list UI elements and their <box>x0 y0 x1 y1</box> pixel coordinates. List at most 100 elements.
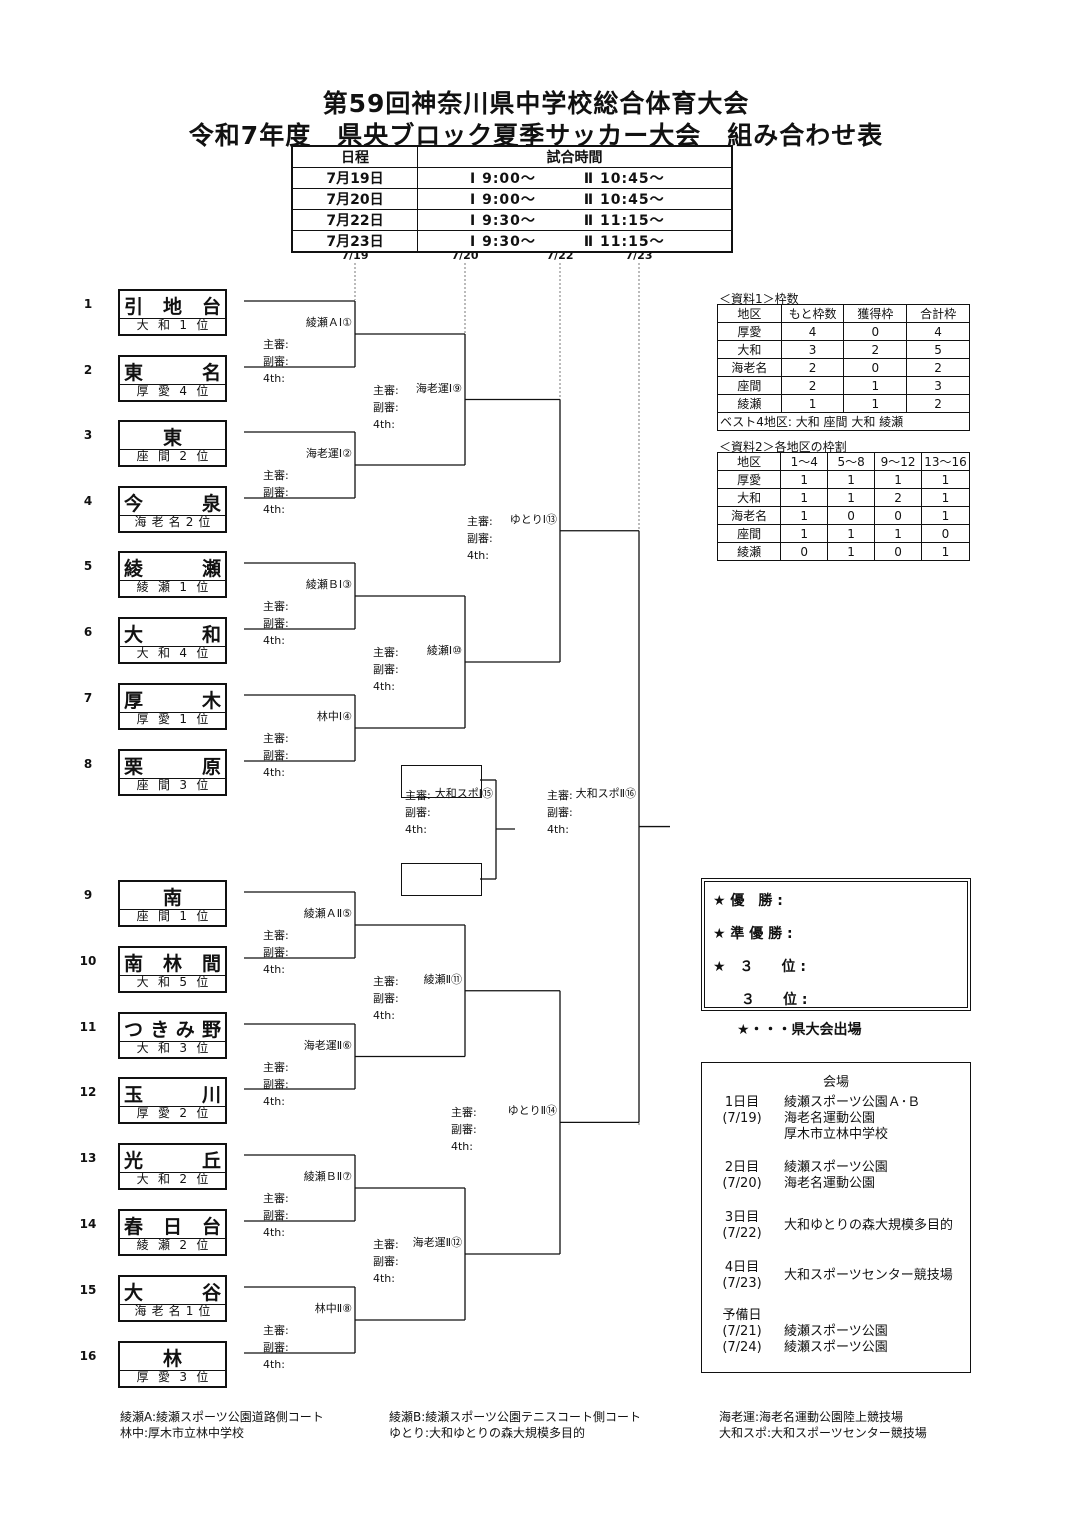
referee-fourth-label: 4th: <box>263 634 285 647</box>
time-second: Ⅱ 10:45～ <box>583 171 665 187</box>
team-region-char: 瀬 <box>158 580 171 594</box>
table-cell: 3 <box>906 376 970 395</box>
team-name-part: 大 <box>124 1282 144 1304</box>
team-region-char: 愛 <box>158 712 171 726</box>
referee-fourth-label: 4th: <box>373 417 395 431</box>
seed-number: 8 <box>83 757 93 771</box>
team-region-char: 位 <box>196 449 209 463</box>
referee-main-label: 主審: <box>263 469 289 482</box>
alloc-caption: ＜資料2＞各地区の枠割 <box>719 440 847 454</box>
team-name-part: 名 <box>201 362 221 384</box>
referee-sub-label: 副審: <box>405 806 431 819</box>
team-name-part: 原 <box>201 756 221 778</box>
team-name-part: 丘 <box>201 1150 221 1172</box>
referee-main-label: 主審: <box>373 1238 399 1251</box>
team-name-part: 東 <box>124 362 144 384</box>
third-place-slot-bottom <box>401 863 482 896</box>
team-region-char: 間 <box>158 449 171 463</box>
table-cell: 海老名 <box>716 506 782 525</box>
team-region-char: 座 <box>136 449 149 463</box>
table-cell: 1 <box>780 470 829 489</box>
venue-place: 綾瀬スポーツ公園 綾瀬スポーツ公園 <box>784 1324 888 1355</box>
match-label: 綾瀬ＢⅡ⑦ <box>303 1170 352 1183</box>
team-region-char: 綾 <box>136 580 149 594</box>
match-label: 綾瀬ＢⅠ③ <box>305 578 352 591</box>
table-cell: 座間 <box>716 524 782 543</box>
team-name-part: 玉 <box>124 1084 144 1106</box>
referee-main-label: 主審: <box>263 600 289 613</box>
match-label: 大和スポⅡ⑯ <box>575 787 636 800</box>
team-region-char: 大 <box>136 318 149 332</box>
table-cell: 2 <box>843 340 908 359</box>
team-region-char: 和 <box>158 1041 171 1055</box>
team-name-part: 川 <box>201 1084 221 1106</box>
table-cell: 1 <box>827 542 876 561</box>
footnote-ebiun: 海老運:海老名運動公園陸上競技場 <box>719 1410 904 1424</box>
team-name: 東 <box>120 424 225 450</box>
referee-main-label: 主審: <box>373 646 399 659</box>
team-name-part: 光 <box>124 1150 144 1172</box>
team-region-char: 4 <box>179 384 187 398</box>
table-cell: 4 <box>906 322 970 341</box>
match-label: ゆとりⅡ⑭ <box>507 1104 557 1118</box>
team-region-char: 老 <box>151 1304 164 1318</box>
referee-fourth-label: 4th: <box>467 548 489 562</box>
referee-main-label: 主審: <box>405 789 431 802</box>
team-name: 大和 <box>120 621 225 647</box>
venue-place: 大和ゆとりの森大規模多目的 <box>784 1218 954 1233</box>
table-cell: 綾瀬 <box>716 542 782 561</box>
match-label: 海老運Ⅱ⑫ <box>412 1236 462 1249</box>
table-cell: 大和 <box>717 340 782 359</box>
team-region-char: 愛 <box>158 384 171 398</box>
time-second: Ⅱ 10:45～ <box>583 192 665 208</box>
referee-sub-label: 副審: <box>263 946 289 959</box>
table-cell: 0 <box>921 524 970 543</box>
team-region-char: 位 <box>196 1041 209 1055</box>
team-region-char: 海 <box>134 515 147 529</box>
referee-fourth-label: 4th: <box>373 1272 395 1285</box>
seed-number: 10 <box>79 954 97 968</box>
seed-number: 3 <box>83 428 93 442</box>
team-region-char: 位 <box>196 975 209 989</box>
team-name-part: 大 <box>124 624 144 646</box>
team-name-part: 野 <box>201 1019 221 1041</box>
team-region-char: 3 <box>179 1370 187 1384</box>
table-cell: 1 <box>843 376 908 395</box>
team-name-part: 瀬 <box>201 558 221 580</box>
team-name-part: 東 <box>162 427 182 449</box>
page-title: 第59回神奈川県中学校総合体育大会 <box>322 89 750 118</box>
referee-main-label: 主審: <box>467 514 493 528</box>
footnote-ayase-b: 綾瀬B:綾瀬スポーツ公園テニスコート側コート <box>389 1410 642 1424</box>
referee-fourth-label: 4th: <box>451 1140 473 1154</box>
venue-place: 綾瀬スポーツ公園 海老名運動公園 <box>784 1160 888 1191</box>
team-region-char: 和 <box>158 646 171 660</box>
venue-day: 4日目 (7/23) <box>722 1260 762 1291</box>
team-region-char: 位 <box>196 1238 209 1252</box>
referee-sub-label: 副審: <box>373 991 399 1005</box>
table-cell: 厚愛 <box>716 470 782 489</box>
seed-number: 9 <box>83 888 93 902</box>
table-cell: 1 <box>780 506 829 525</box>
table-cell: 1 <box>780 488 829 507</box>
referee-main-label: 主審: <box>373 383 399 397</box>
team-name-part: 間 <box>201 953 221 975</box>
schedule-row: 7月23日 Ⅰ 9:30～Ⅱ 11:15～ <box>291 230 733 253</box>
referee-sub-label: 副審: <box>467 531 493 545</box>
table-header: 獲得枠 <box>843 304 908 323</box>
team-region-char: 1 <box>179 712 187 726</box>
team-name: 玉川 <box>120 1081 225 1107</box>
team-region-char: 5 <box>179 975 187 989</box>
seed-number: 11 <box>79 1020 97 1034</box>
team-region-char: 綾 <box>136 1238 149 1252</box>
table-cell: 1 <box>921 542 970 561</box>
seed-number: 12 <box>79 1085 97 1099</box>
